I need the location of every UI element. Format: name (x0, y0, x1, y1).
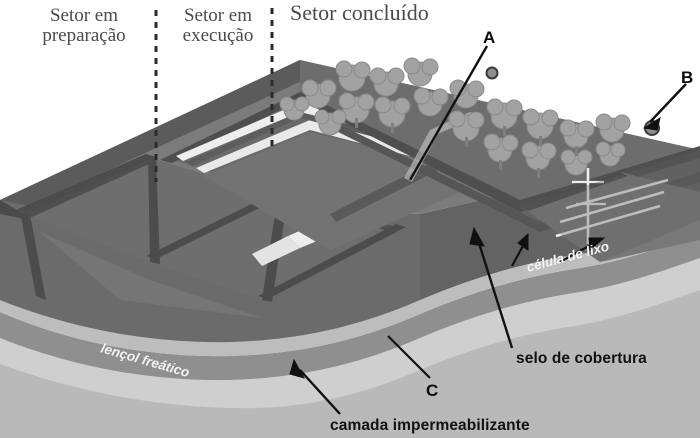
header-sector-preparation: Setor em preparação (42, 5, 126, 46)
callout-selo-de-cobertura-label: selo de cobertura (516, 350, 647, 367)
leader-lines (289, 45, 687, 415)
marker-c-label: C (426, 381, 439, 400)
marker-a-label: A (483, 28, 496, 47)
drainage-pipes (555, 168, 669, 244)
vegetation-cluster (279, 57, 631, 178)
header-sector-completed: Setor concluído (290, 0, 429, 25)
ground-strata (0, 212, 700, 438)
header-sector-execution: Setor em execução (182, 5, 254, 46)
marker-b-label: B (681, 68, 694, 87)
sector-completed (300, 60, 700, 262)
callout-camada-impermeabilizante-label: camada impermeabilizante (330, 417, 530, 434)
sector-dividers (154, 8, 274, 182)
